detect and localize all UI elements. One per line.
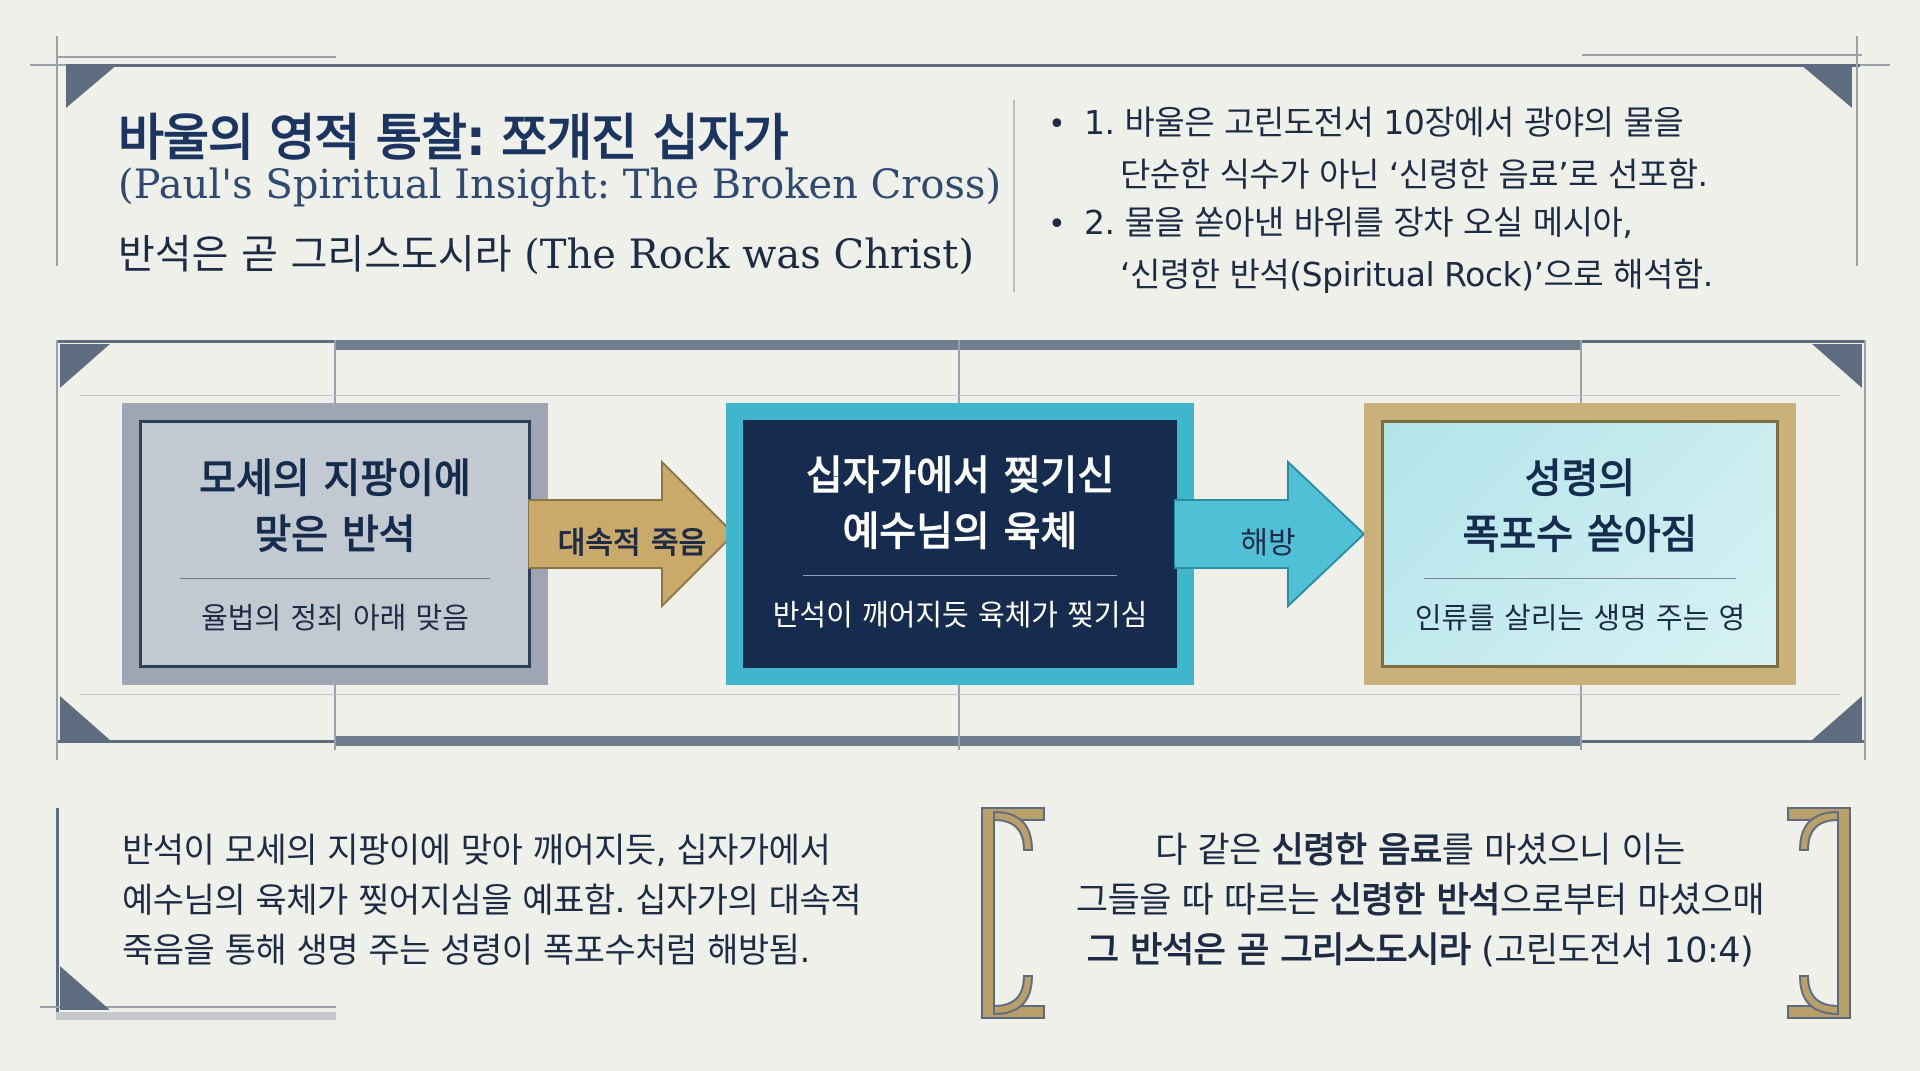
spirit-box: 성령의 폭포수 쏟아짐 인류를 살리는 생명 주는 영 bbox=[1381, 420, 1779, 668]
corner-triangle-icon bbox=[66, 64, 118, 108]
quote-line: 그 반석은 곧 그리스도시라 (고린도전서 10:4) bbox=[1086, 931, 1754, 971]
header-divider bbox=[1013, 100, 1015, 292]
corner-triangle-icon bbox=[1812, 696, 1862, 740]
bullet-text: 1. 바울은 고린도전서 10장에서 광야의 물을 bbox=[1084, 103, 1684, 142]
cross-box: 십자가에서 찢기신 예수님의 육체 반석이 깨어지듯 육체가 찢기심 bbox=[743, 420, 1177, 668]
page-subtitle-korean: 반석은 곧 그리스도시라 bbox=[118, 232, 525, 278]
right-bracket-icon bbox=[1787, 807, 1851, 1019]
bullet-dot-icon: • bbox=[1048, 207, 1066, 242]
corner-triangle-icon bbox=[1812, 344, 1862, 388]
spirit-box-subtitle: 인류를 살리는 생명 주는 영 bbox=[1414, 601, 1746, 635]
rock-box-subtitle: 율법의 정죄 아래 맞음 bbox=[201, 601, 469, 635]
corner-triangle-icon bbox=[60, 966, 110, 1010]
page-title-english: (Paul's Spiritual Insight: The Broken Cr… bbox=[118, 162, 1002, 208]
rock-box: 모세의 지팡이에 맞은 반석 율법의 정죄 아래 맞음 bbox=[139, 420, 531, 668]
arrow-right-icon bbox=[1174, 459, 1366, 609]
cross-box-subtitle: 반석이 깨어지듯 육체가 찢기심 bbox=[772, 598, 1148, 632]
box-divider bbox=[1424, 578, 1736, 579]
page-title: 바울의 영적 통찰: 쪼개진 십자가 bbox=[118, 109, 789, 167]
spirit-box-title: 성령의 폭포수 쏟아짐 bbox=[1462, 456, 1698, 558]
scripture-quote: 다 같은 신령한 음료를 마셨으니 이는 그들을 따 따르는 신령한 반석으로부… bbox=[1000, 826, 1840, 976]
corner-triangle-icon bbox=[60, 696, 110, 740]
bullet-item: • 2. 물을 쏟아낸 바위를 장차 오실 메시아, ‘신령한 반석(Spirit… bbox=[1048, 198, 1713, 300]
corner-triangle-icon bbox=[60, 344, 110, 388]
bullet-text-continued: 단순한 식수가 아닌 ‘신령한 음료’로 선포함. bbox=[1120, 155, 1708, 194]
arrow-label-atoning-death: 대속적 죽음 bbox=[557, 526, 707, 561]
cross-box-title: 십자가에서 찢기신 예수님의 육체 bbox=[805, 453, 1115, 555]
bullet-text-continued: ‘신령한 반석(Spiritual Rock)’으로 해석함. bbox=[1120, 255, 1713, 294]
bullet-text: 2. 물을 쏟아낸 바위를 장차 오실 메시아, bbox=[1084, 203, 1633, 242]
arrow-label-liberation: 해방 bbox=[1240, 526, 1296, 561]
box-divider bbox=[180, 578, 490, 579]
box-divider bbox=[803, 575, 1117, 576]
page-subtitle: 반석은 곧 그리스도시라 (The Rock was Christ) bbox=[118, 222, 974, 280]
page-subtitle-english: (The Rock was Christ) bbox=[524, 232, 974, 278]
corner-triangle-icon bbox=[1800, 64, 1852, 108]
explanation-text: 반석이 모세의 지팡이에 맞아 깨어지듯, 십자가에서 예수님의 육체가 찢어지… bbox=[122, 831, 862, 971]
arrow-right-icon bbox=[528, 459, 736, 609]
quote-line: 다 같은 신령한 음료를 마셨으니 이는 bbox=[1155, 831, 1685, 871]
bullet-dot-icon: • bbox=[1048, 107, 1066, 142]
quote-line: 그들을 따 따르는 신령한 반석으로부터 마셨으매 bbox=[1075, 881, 1765, 921]
left-bracket-icon bbox=[981, 807, 1045, 1019]
rock-box-title: 모세의 지팡이에 맞은 반석 bbox=[199, 456, 471, 558]
bullet-item: • 1. 바울은 고린도전서 10장에서 광야의 물을 단순한 식수가 아닌 ‘신… bbox=[1048, 98, 1708, 200]
